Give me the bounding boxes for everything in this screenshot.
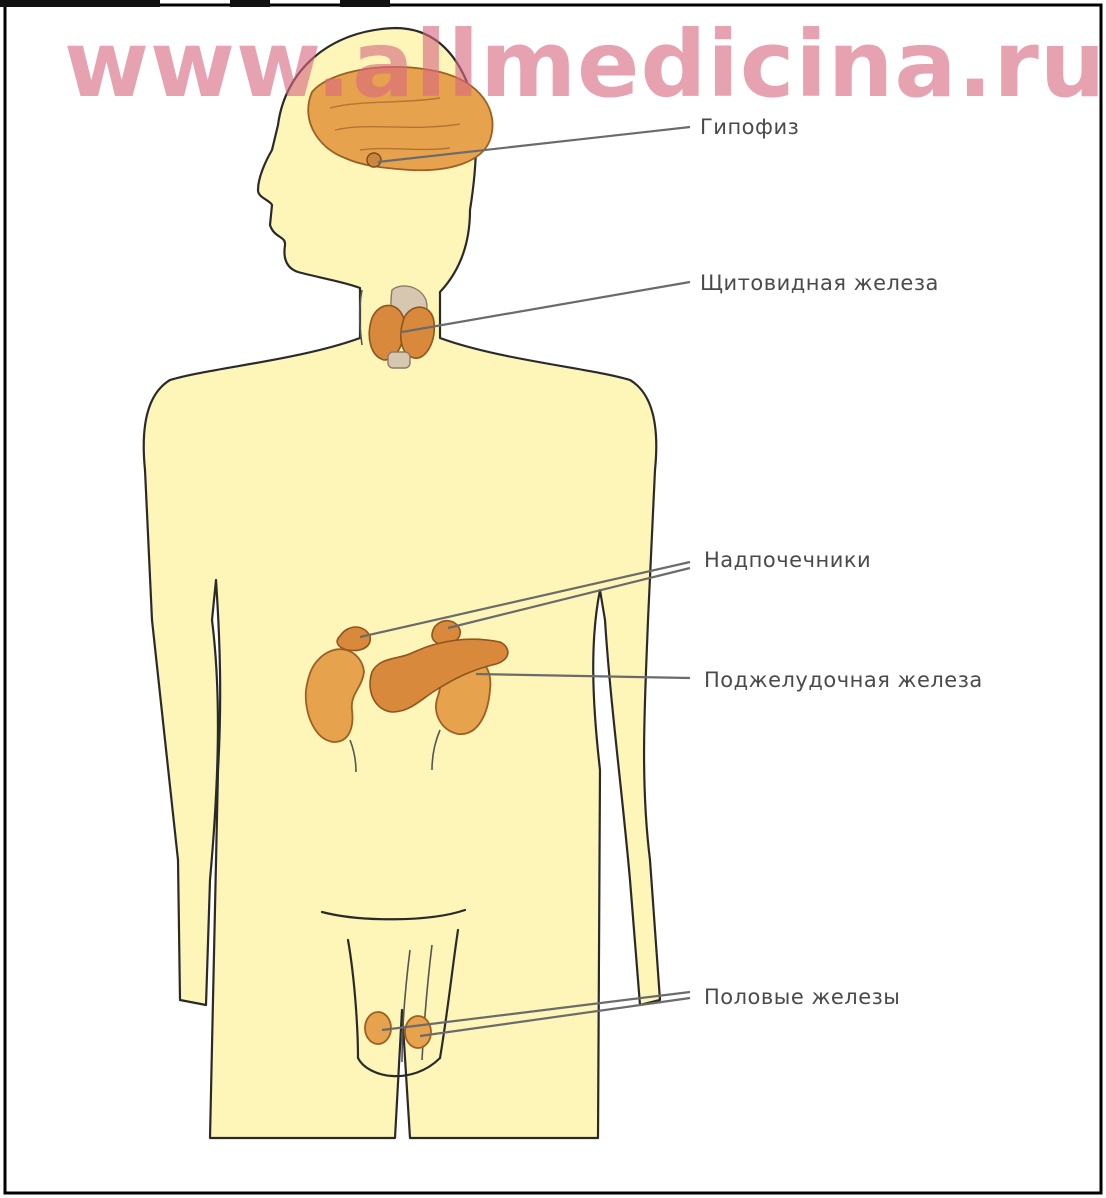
gonad-left-organ (365, 1012, 391, 1044)
label-adrenals: Надпочечники (704, 548, 871, 572)
label-pituitary: Гипофиз (700, 115, 799, 139)
gonad-right-organ (405, 1016, 431, 1048)
label-thyroid: Щитовидная железа (700, 271, 939, 295)
pituitary-organ (367, 153, 381, 167)
label-gonads: Половые железы (704, 985, 900, 1009)
label-pancreas: Поджелудочная железа (704, 668, 983, 692)
leader-thyroid (402, 282, 690, 332)
watermark-text: www.allmedicina.ru (64, 11, 1106, 118)
body-silhouette (144, 28, 660, 1138)
